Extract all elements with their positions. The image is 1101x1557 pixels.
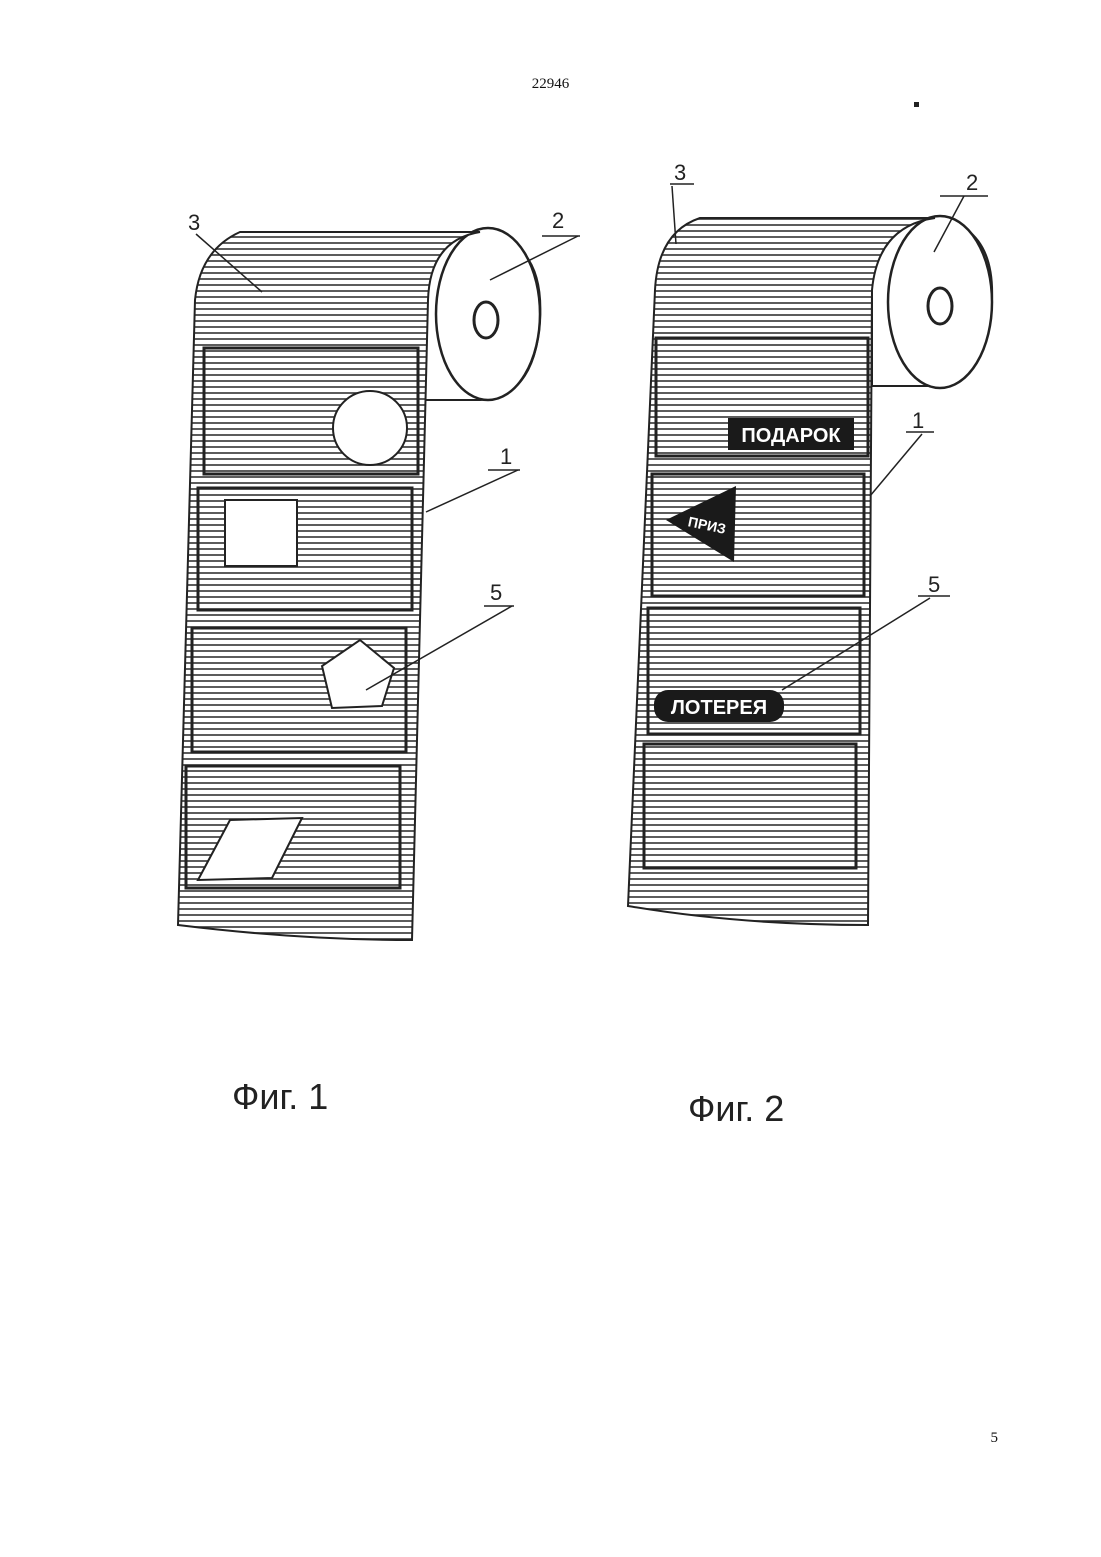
fig2-label-3: 3 [674,160,686,185]
page-number: 5 [991,1430,999,1447]
fig1-panel-4 [186,766,400,888]
fig2-panel-2: ПРИЗ [652,474,864,596]
fig1-panel-1 [204,348,418,474]
circle-shape [333,391,407,465]
gift-badge-text: ПОДАРОК [741,425,841,447]
fig1-panel-3 [192,628,406,752]
figure-1: 3 2 1 5 [178,208,580,940]
fig1-label-5: 5 [490,580,502,605]
fig1-label-2: 2 [552,208,564,233]
fig2-panel-4 [644,744,856,868]
fig2-panel-3: ЛОТЕРЕЯ [648,608,860,734]
figure-2-caption: Фиг. 2 [688,1088,784,1130]
fig2-panel-1: ПОДАРОК [656,338,868,456]
lottery-badge-text: ЛОТЕРЕЯ [671,697,767,719]
fig1-label-3: 3 [188,210,200,235]
fig2-roll-hole [928,288,952,324]
figure-2: ПОДАРОК ПРИЗ ЛОТЕРЕЯ 3 2 1 5 [628,160,992,925]
figure-1-caption: Фиг. 1 [232,1076,328,1118]
square-shape [225,500,297,566]
fig1-panel-2 [198,488,412,610]
fig2-label-2: 2 [966,170,978,195]
fig2-label-5: 5 [928,572,940,597]
fig1-roll-hole [474,302,498,338]
fig1-label-1: 1 [500,444,512,469]
fig2-label-1: 1 [912,408,924,433]
